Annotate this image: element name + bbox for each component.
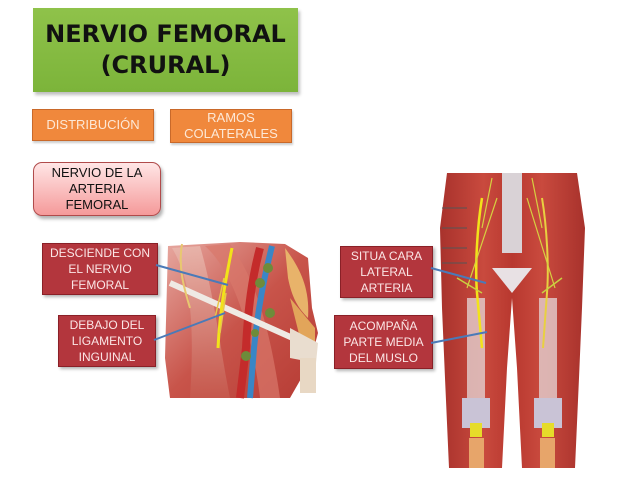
label-text: DEBAJO DEL	[69, 318, 145, 332]
topic-line-3: FEMORAL	[65, 197, 129, 212]
distribucion-label: DISTRIBUCIÓN	[46, 117, 140, 132]
inguinal-anatomy-image	[160, 238, 320, 403]
label-text: FEMORAL	[70, 278, 129, 292]
label-text: ACOMPAÑA	[349, 319, 418, 333]
label-situa: SITUA CARA LATERAL ARTERIA	[340, 246, 433, 298]
label-text: SITUA CARA	[350, 249, 423, 263]
ramos-line-1: RAMOS	[207, 110, 255, 125]
topic-line-2: ARTERIA	[68, 181, 126, 196]
label-text: LIGAMENTO	[71, 334, 143, 348]
distribucion-box: DISTRIBUCIÓN	[32, 109, 154, 141]
ramos-line-2: COLATERALES	[184, 126, 278, 141]
label-text: DESCIENDE CON	[49, 246, 150, 260]
label-text: PARTE MEDIA	[343, 335, 424, 349]
topic-line-1: NERVIO DE LA	[51, 165, 143, 180]
label-text: ARTERIA	[360, 281, 413, 295]
label-debajo: DEBAJO DEL LIGAMENTO INGUINAL	[58, 315, 156, 367]
ramos-colaterales-label: RAMOS COLATERALES	[184, 110, 278, 142]
title-box: NERVIO FEMORAL (CRURAL)	[33, 8, 298, 92]
label-text: EL NERVIO	[68, 262, 132, 276]
topic-box: NERVIO DE LA ARTERIA FEMORAL	[33, 162, 161, 216]
label-text: INGUINAL	[78, 350, 136, 364]
topic-label: NERVIO DE LA ARTERIA FEMORAL	[52, 165, 143, 213]
ramos-colaterales-box: RAMOS COLATERALES	[170, 109, 292, 143]
label-text: LATERAL	[360, 265, 413, 279]
label-text: DEL MUSLO	[349, 351, 418, 365]
title-line-2: (CRURAL)	[100, 51, 231, 79]
label-acompana: ACOMPAÑA PARTE MEDIA DEL MUSLO	[334, 315, 433, 369]
thigh-anatomy-image	[437, 168, 587, 473]
slide-title: NERVIO FEMORAL (CRURAL)	[45, 19, 286, 81]
title-line-1: NERVIO FEMORAL	[45, 20, 286, 48]
label-desciende: DESCIENDE CON EL NERVIO FEMORAL	[42, 243, 158, 295]
